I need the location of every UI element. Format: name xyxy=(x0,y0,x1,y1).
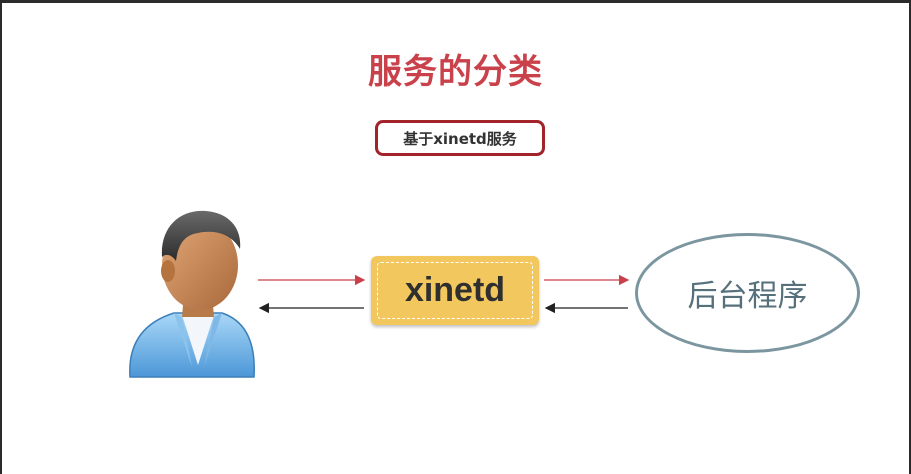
subtitle-label: 基于xinetd服务 xyxy=(403,129,517,148)
user-person-icon xyxy=(129,210,255,378)
xinetd-node: xinetd xyxy=(371,256,539,325)
window-right-border xyxy=(909,0,911,474)
xinetd-label: xinetd xyxy=(377,262,533,319)
backend-program-node: 后台程序 xyxy=(635,233,860,353)
slide-title: 服务的分类 xyxy=(368,52,543,92)
subtitle-box: 基于xinetd服务 xyxy=(375,120,545,156)
window-top-border xyxy=(0,0,911,3)
backend-program-label: 后台程序 xyxy=(687,279,808,314)
window-left-border xyxy=(0,0,2,474)
